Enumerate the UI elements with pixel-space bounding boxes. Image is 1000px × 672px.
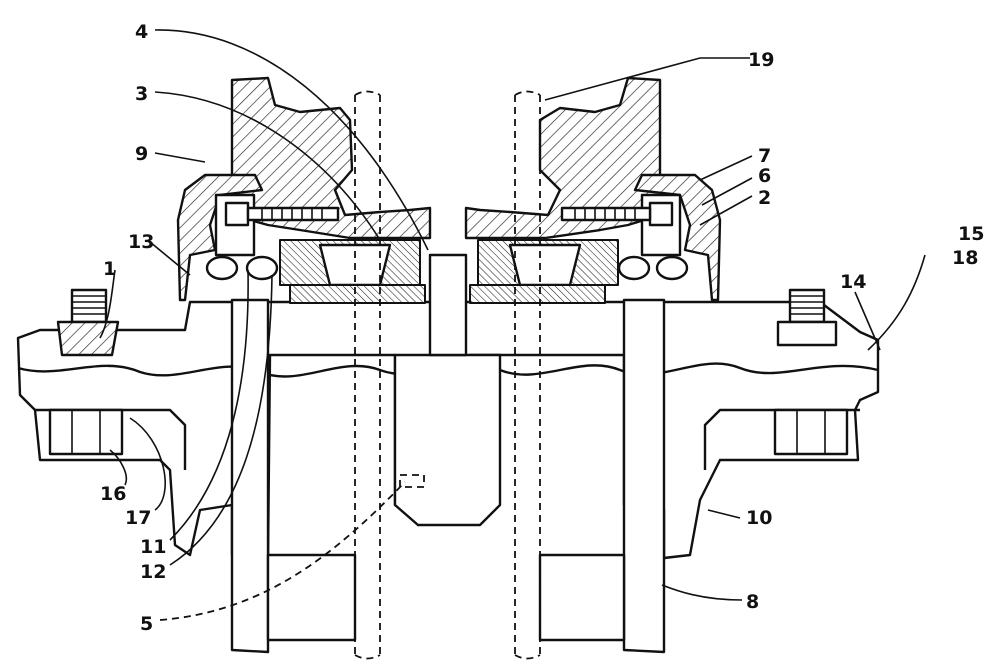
callout-15: 15 — [958, 223, 984, 245]
inner-drum — [393, 253, 502, 527]
callout-16: 16 — [100, 483, 126, 505]
callout-labels: 4 3 9 13 1 19 7 6 2 15 18 14 16 17 11 12… — [100, 21, 984, 635]
callout-12: 12 — [140, 561, 166, 583]
callout-10: 10 — [746, 507, 772, 529]
right-wheel-stud — [776, 288, 838, 347]
callout-17: 17 — [125, 507, 151, 529]
callout-2: 2 — [758, 187, 771, 209]
callout-4: 4 — [135, 21, 148, 43]
callout-14: 14 — [840, 271, 866, 293]
left-wheel-stud — [56, 288, 120, 357]
wheel-section-right — [464, 76, 662, 240]
callout-13: 13 — [128, 231, 154, 253]
right-bearing — [469, 239, 689, 304]
left-cap-screw — [224, 201, 340, 227]
callout-3: 3 — [135, 83, 148, 105]
callout-8: 8 — [746, 591, 759, 613]
callout-9: 9 — [135, 143, 148, 165]
callout-6: 6 — [758, 165, 771, 187]
right-rim-disc — [538, 298, 666, 654]
shaft-outline — [354, 90, 541, 660]
callout-19: 19 — [748, 49, 774, 71]
callout-7: 7 — [758, 145, 771, 167]
callout-11: 11 — [140, 536, 166, 558]
right-nut — [773, 408, 849, 456]
callout-1: 1 — [103, 258, 116, 280]
right-cap-screw — [560, 201, 674, 227]
left-nut — [48, 408, 124, 456]
callout-18: 18 — [952, 247, 978, 269]
callout-5: 5 — [140, 613, 153, 635]
leader-lines — [99, 29, 926, 621]
